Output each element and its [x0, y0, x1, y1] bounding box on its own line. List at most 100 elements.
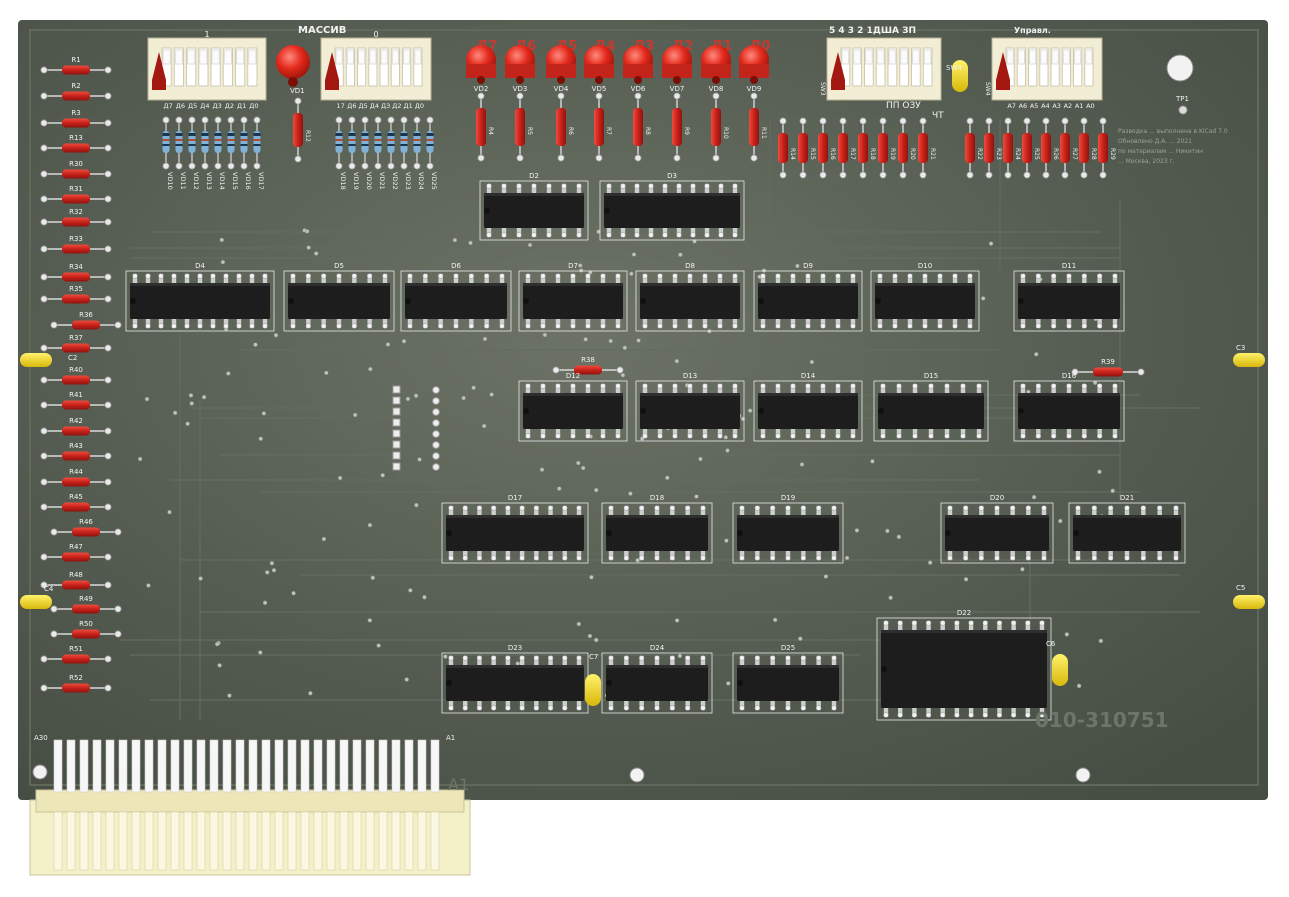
ic-pad — [1020, 433, 1026, 439]
ic-pad — [448, 555, 454, 561]
via — [306, 245, 311, 250]
solder-pad — [188, 162, 196, 170]
diode-band — [335, 133, 343, 136]
via — [694, 494, 699, 499]
resistor-r2: R2 — [40, 82, 112, 101]
resistor-label: R29 — [1109, 148, 1116, 160]
switch-pin1-marker — [325, 80, 339, 90]
switch-actuator — [923, 49, 932, 65]
via — [578, 263, 583, 268]
ic-pad — [1020, 383, 1026, 389]
silk-note-line-2: Обновлено Д.А. ... 2021 — [1118, 138, 1192, 145]
ic-label: D4 — [195, 262, 205, 270]
ic-body-highlight — [1018, 393, 1120, 396]
ic-silk-outline — [1013, 270, 1125, 332]
solder-pad — [348, 162, 356, 170]
switch-bit-label: Д7 — [164, 102, 173, 110]
switch-bit-label: Д1 — [237, 102, 246, 110]
via — [539, 467, 545, 472]
resistor-label: R6 — [567, 127, 574, 135]
ic-pad — [1081, 433, 1087, 439]
ic-d17: D17 — [441, 494, 589, 564]
resistor-body — [62, 194, 90, 204]
ic-pad — [687, 273, 693, 279]
solder-pad — [40, 427, 48, 435]
via — [622, 345, 628, 351]
via — [385, 342, 391, 347]
ic-notch — [758, 298, 764, 304]
edge-finger — [326, 739, 336, 793]
resistor-r50: R50 — [50, 620, 122, 639]
resistor-body — [62, 272, 90, 282]
switch-actuator — [1085, 49, 1093, 65]
ic-notch — [606, 680, 612, 686]
ic-pad — [236, 273, 242, 279]
via — [724, 538, 729, 543]
diode-body — [348, 131, 356, 153]
solder-pad — [1042, 171, 1050, 179]
led-collar — [739, 64, 769, 78]
ic-pad — [1091, 505, 1097, 511]
diode-body — [175, 131, 183, 153]
solder-pad — [1080, 171, 1088, 179]
resistor-r24: R24 — [1003, 117, 1021, 179]
switch-slot — [198, 47, 209, 87]
switch-bit-label: Д2 — [392, 102, 401, 110]
diode-band — [374, 139, 382, 141]
ic-pad — [800, 505, 806, 511]
ic-pad — [648, 183, 654, 189]
switch-actuator — [335, 49, 343, 65]
ic-d12: D12 — [518, 372, 628, 442]
via — [674, 358, 680, 364]
ic-pad — [669, 705, 675, 711]
diode-band — [201, 139, 209, 141]
ic-label: D8 — [685, 262, 695, 270]
ic-pad — [947, 505, 953, 511]
ic-pad — [912, 433, 918, 439]
resistor-r30: R30 — [40, 160, 112, 179]
solder-pad — [966, 117, 974, 125]
resistor-r45: R45 — [40, 493, 112, 512]
ic-pad — [1124, 505, 1130, 511]
ic-body-highlight — [640, 393, 740, 396]
resistor-label: R18 — [869, 148, 876, 160]
diode-vd13: VD13 — [201, 116, 213, 190]
via — [927, 560, 933, 565]
connector-contact — [118, 811, 128, 871]
ic-body — [1073, 515, 1181, 551]
via — [844, 555, 850, 561]
ic-pad — [1035, 273, 1041, 279]
ic-pad — [600, 323, 606, 329]
label-cht: ЧТ — [932, 111, 944, 121]
ic-pad — [685, 505, 691, 511]
ic-label: D14 — [801, 372, 816, 380]
ic-pad — [184, 273, 190, 279]
capacitor-c2-label: C2 — [68, 354, 77, 362]
ic-body-highlight — [484, 193, 584, 196]
ic-pad — [499, 273, 505, 279]
ic-pad — [561, 183, 567, 189]
resistor-body — [72, 629, 100, 639]
ic-notch — [1018, 298, 1024, 304]
capacitor-body — [952, 60, 968, 92]
solder-pad — [40, 401, 48, 409]
switch-bit-label: Д4 — [370, 102, 379, 110]
ic-pad — [1051, 433, 1057, 439]
diode-band — [413, 144, 421, 146]
ic-pad — [976, 383, 982, 389]
ic-pad — [835, 433, 841, 439]
via — [253, 342, 258, 347]
ic-pad — [642, 273, 648, 279]
solder-pad — [477, 92, 485, 100]
ic-silk-outline — [635, 380, 745, 442]
led-ref-label: VD8 — [709, 85, 724, 93]
led-collar — [662, 64, 692, 78]
diode-band — [426, 133, 434, 136]
ic-pad — [775, 273, 781, 279]
ic-body — [1018, 393, 1120, 429]
diode-band — [400, 133, 408, 136]
ic-notch — [737, 680, 743, 686]
switch-slot — [402, 47, 412, 87]
via — [468, 240, 473, 246]
ic-pad — [816, 655, 822, 661]
